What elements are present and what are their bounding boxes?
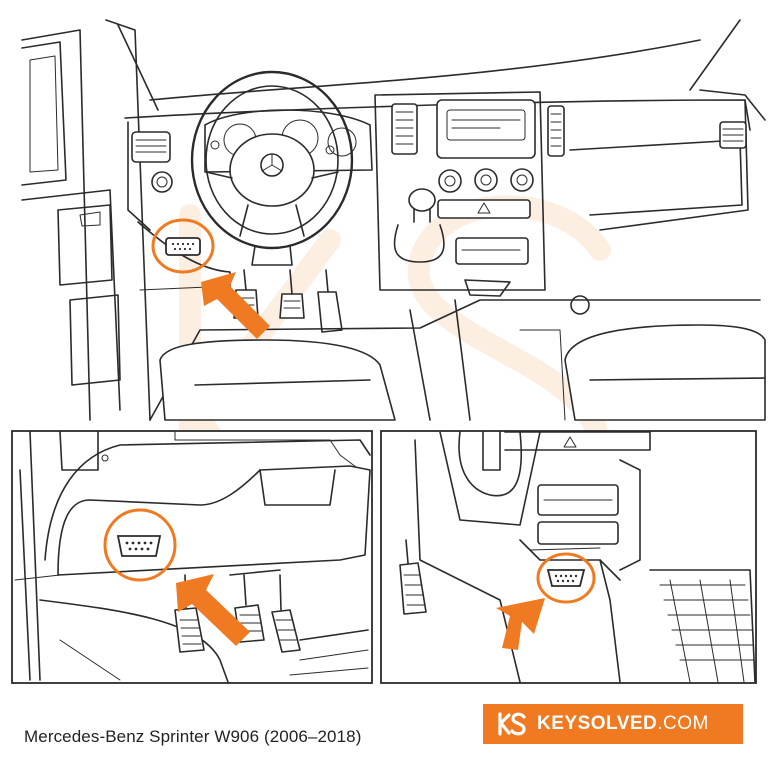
highlight-circle-icon xyxy=(151,218,215,274)
brand-name: KEYSOLVED.COM xyxy=(537,713,709,735)
highlight-circle-icon xyxy=(536,552,596,604)
highlight-circle-icon xyxy=(103,508,177,582)
vehicle-caption: Mercedes-Benz Sprinter W906 (2006–2018) xyxy=(24,727,362,746)
brand-banner: KEYSOLVED.COM xyxy=(483,704,743,744)
ks-monogram-icon xyxy=(498,712,526,736)
arrow-icon xyxy=(201,272,270,339)
obd-port-icon xyxy=(116,535,162,557)
brand-name-bold: KEYSOLVED xyxy=(537,713,658,734)
detail-view-left xyxy=(11,430,373,684)
obd-port-icon xyxy=(546,569,586,587)
arrow-icon xyxy=(496,598,545,650)
detail-view-right xyxy=(380,430,757,684)
brand-name-suffix: .COM xyxy=(657,713,709,734)
cab-interior-view xyxy=(21,19,766,421)
obd-port-top-view xyxy=(165,237,201,256)
mercedes-star-icon xyxy=(260,153,284,177)
arrow-icon xyxy=(176,574,250,646)
